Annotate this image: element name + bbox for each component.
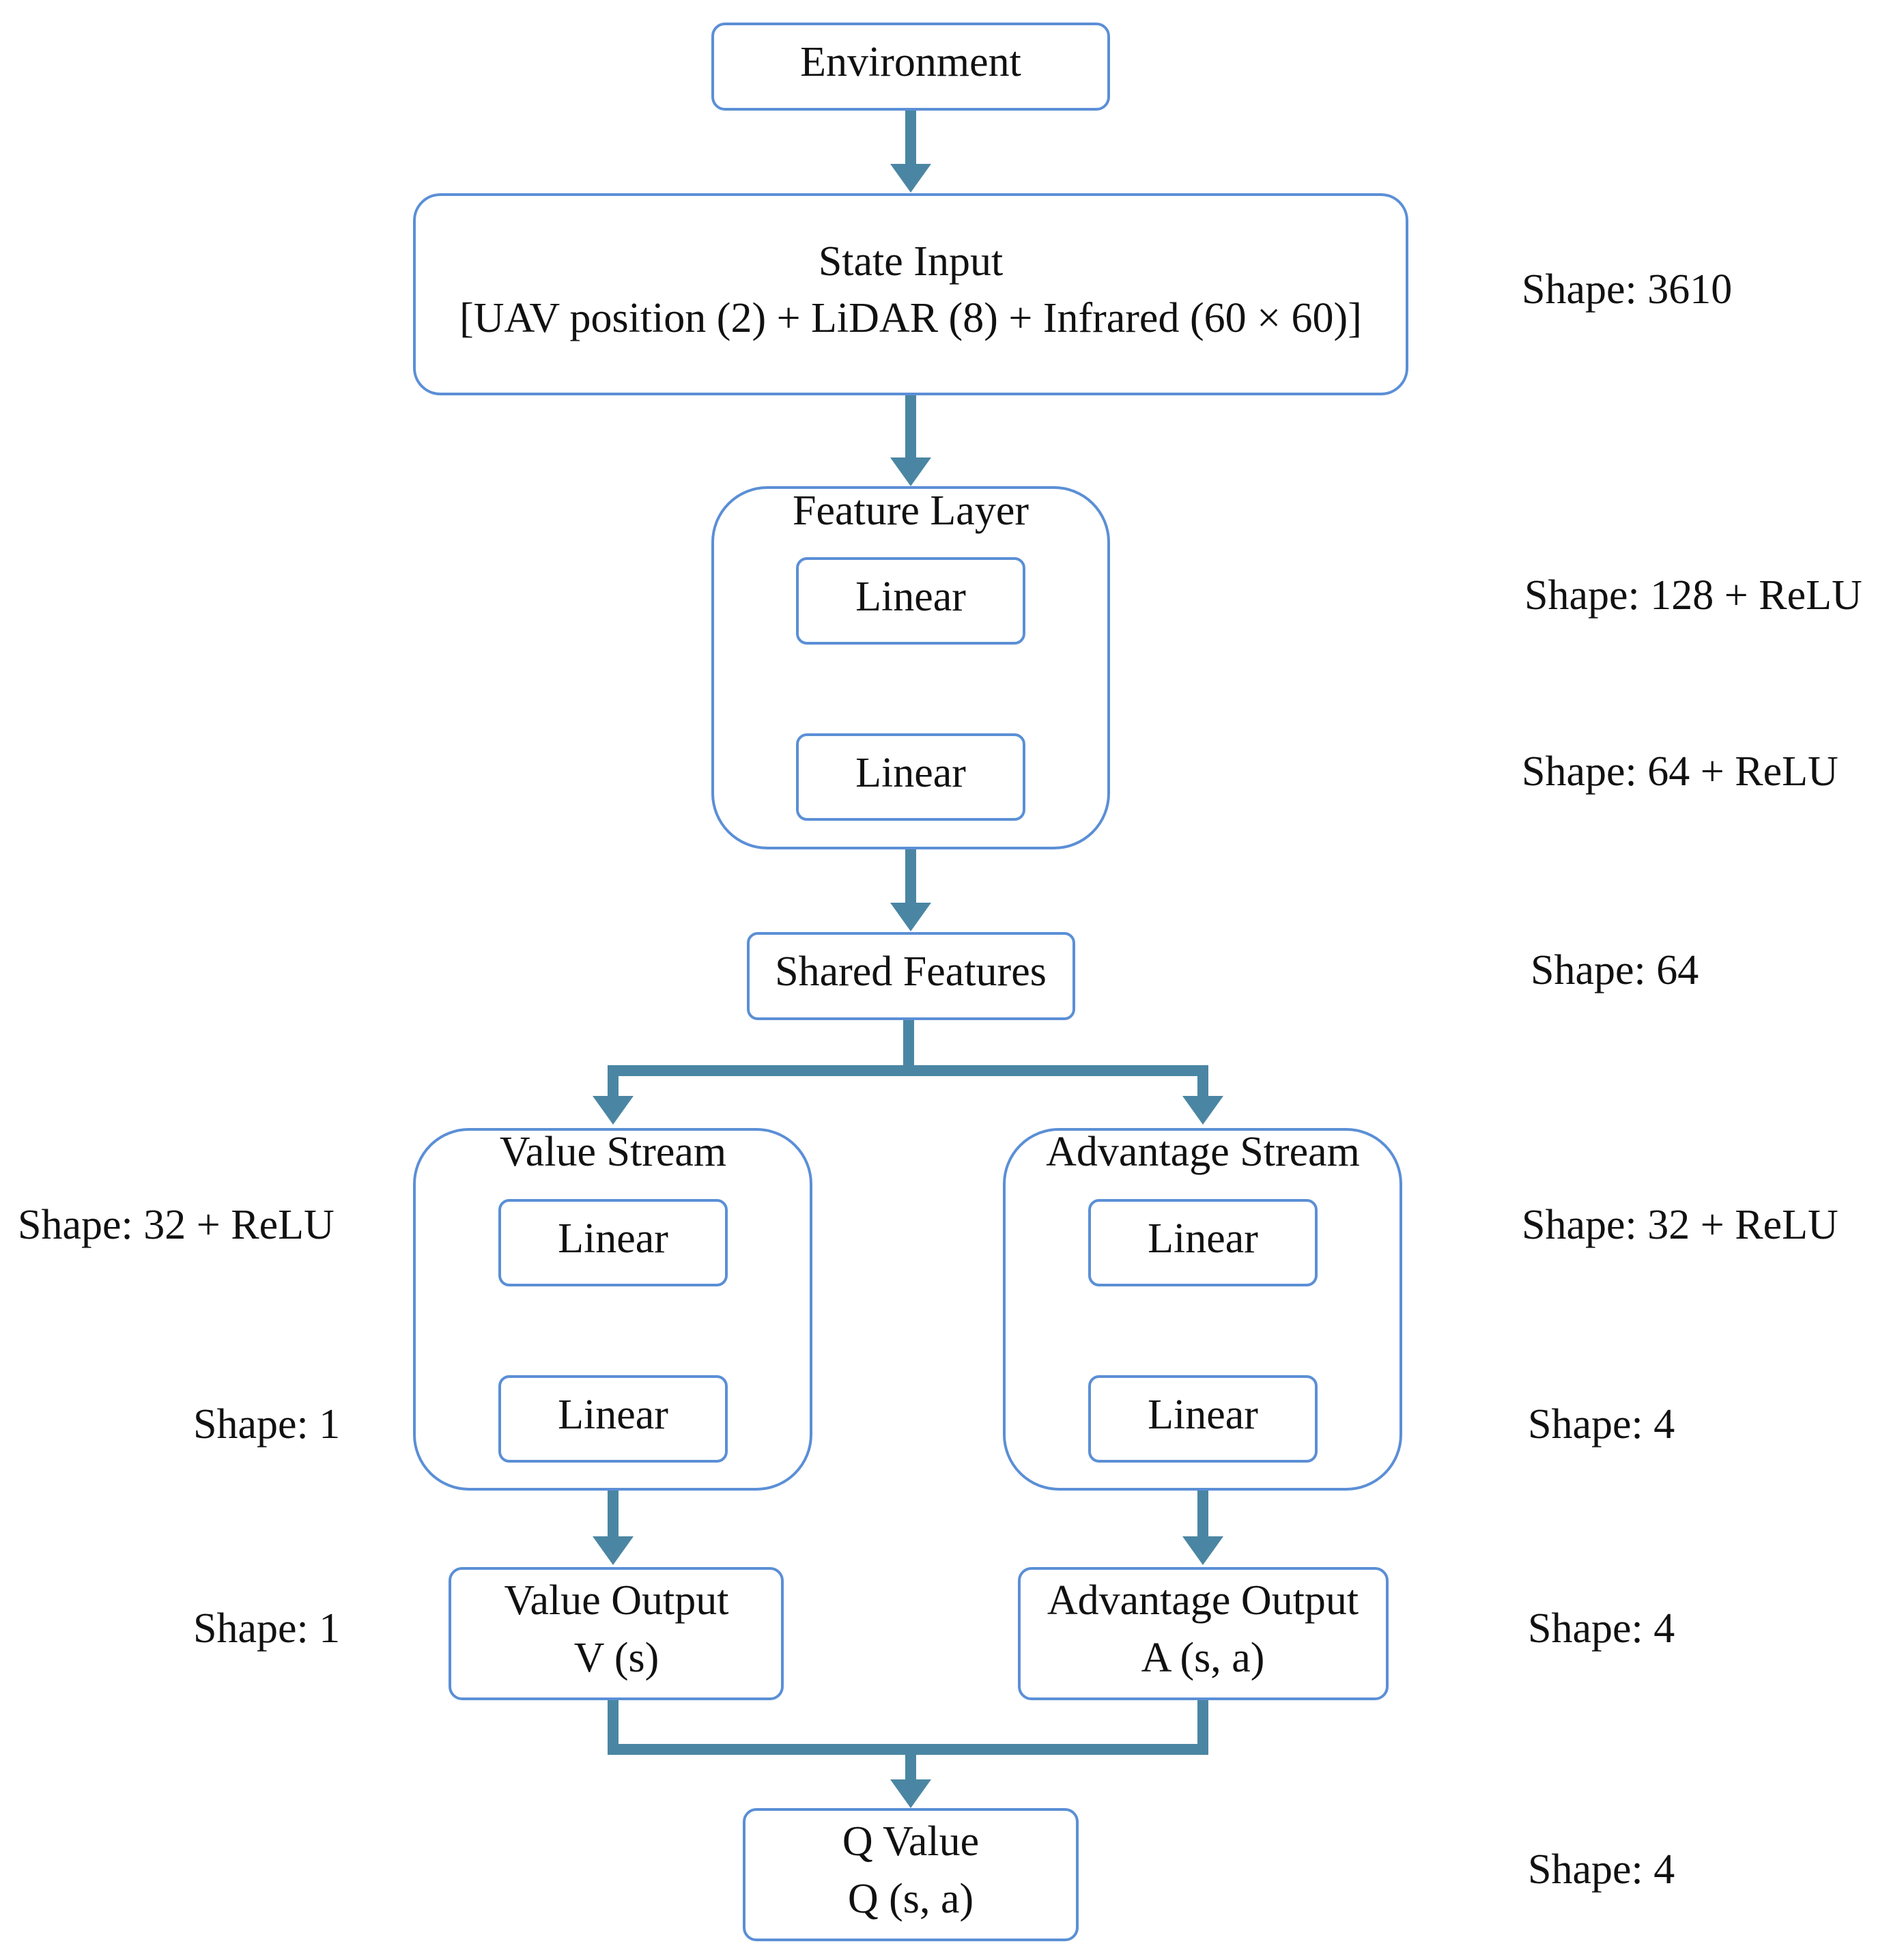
feature-linear1-box [796, 557, 1025, 645]
arrowhead-state-to-feature [890, 457, 931, 486]
shape-label-shared-features: Shape: 64 [1531, 947, 1699, 993]
feature-linear1-label: Linear [855, 574, 966, 620]
environment-node: Environment [711, 23, 1110, 111]
advantage-output-title: Advantage Output [1047, 1577, 1359, 1624]
shape-annotations: Shape: 3610 Shape: 128 + ReLU Shape: 64 … [18, 266, 1862, 1893]
shape-label-advantage-linear1: Shape: 32 + ReLU [1522, 1202, 1838, 1248]
arrowhead-to-value-stream [593, 1096, 634, 1125]
state-input-box [413, 193, 1408, 395]
advantage-stream-node: Advantage Stream Linear Linear [1003, 1128, 1402, 1491]
shared-features-label: Shared Features [775, 948, 1047, 995]
q-value-node: Q Value Q (s, a) [743, 1808, 1079, 1941]
value-output-node: Value Output V (s) [449, 1567, 784, 1700]
feature-linear2-label: Linear [855, 750, 966, 796]
value-linear2-box [498, 1375, 728, 1463]
arrowhead-to-q-value [890, 1779, 931, 1808]
feature-linear2-box [796, 733, 1025, 821]
arrowhead-advantage-stream-to-output [1182, 1536, 1223, 1565]
advantage-output-formula: A (s, a) [1141, 1635, 1265, 1681]
feature-layer-node: Feature Layer Linear Linear [711, 486, 1110, 849]
arrowhead-value-stream-to-output [593, 1536, 634, 1565]
value-linear2-label: Linear [558, 1392, 668, 1438]
value-output-title: Value Output [505, 1577, 729, 1624]
shape-label-value-linear2: Shape: 1 [193, 1401, 340, 1448]
value-stream-node: Value Stream Linear Linear [413, 1128, 812, 1491]
advantage-stream-title: Advantage Stream [1046, 1129, 1360, 1175]
shape-label-value-linear1: Shape: 32 + ReLU [18, 1202, 335, 1248]
q-value-formula: Q (s, a) [848, 1876, 974, 1922]
shape-label-advantage-linear2: Shape: 4 [1528, 1401, 1675, 1448]
advantage-linear2-box [1088, 1375, 1318, 1463]
shape-label-value-output: Shape: 1 [193, 1605, 340, 1652]
arrow-shared-split [608, 1019, 914, 1096]
state-input-title: State Input [819, 238, 1003, 285]
advantage-output-box [1018, 1567, 1389, 1700]
shape-label-advantage-output: Shape: 4 [1528, 1605, 1675, 1652]
shape-label-q-value: Shape: 4 [1528, 1846, 1675, 1893]
shared-features-box [747, 932, 1075, 1020]
q-value-title: Q Value [842, 1818, 979, 1865]
state-input-detail: [UAV position (2) + LiDAR (8) + Infrared… [459, 295, 1362, 341]
arrowhead-to-advantage-stream [1182, 1096, 1223, 1125]
arrow-shared-split-right [909, 1065, 1208, 1096]
state-input-node: State Input [UAV position (2) + LiDAR (8… [413, 193, 1408, 395]
advantage-linear2-label: Linear [1148, 1392, 1258, 1438]
environment-label: Environment [800, 39, 1021, 85]
feature-layer-title: Feature Layer [793, 488, 1029, 534]
shared-features-node: Shared Features [747, 932, 1075, 1020]
shape-label-feature-linear1: Shape: 128 + ReLU [1524, 572, 1862, 619]
environment-box [711, 23, 1110, 111]
advantage-linear1-box [1088, 1199, 1318, 1286]
q-value-box [743, 1808, 1079, 1941]
value-output-box [449, 1567, 784, 1700]
value-linear1-box [498, 1199, 728, 1286]
arrowhead-feature-to-shared [890, 903, 931, 931]
value-linear1-label: Linear [558, 1215, 668, 1262]
shape-label-feature-linear2: Shape: 64 + ReLU [1522, 748, 1838, 795]
arrow-merge-outputs [608, 1699, 1208, 1755]
value-output-formula: V (s) [574, 1635, 659, 1681]
shape-label-state-input: Shape: 3610 [1522, 266, 1732, 313]
arrowhead-env-to-state [890, 164, 931, 193]
advantage-output-node: Advantage Output A (s, a) [1018, 1567, 1389, 1700]
value-stream-title: Value Stream [500, 1129, 726, 1175]
advantage-linear1-label: Linear [1148, 1215, 1258, 1262]
